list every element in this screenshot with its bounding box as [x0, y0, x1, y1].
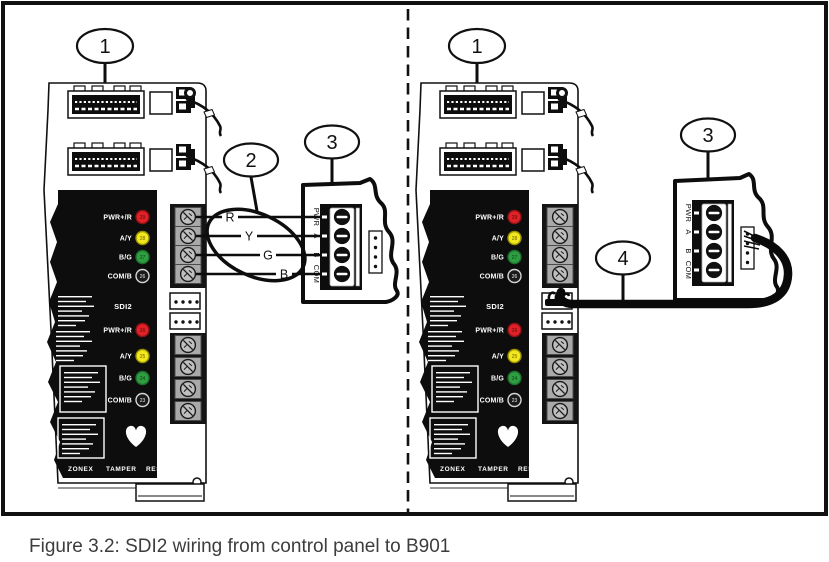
wire-label-green: G: [263, 248, 273, 262]
wire-group-ellipse: [205, 207, 307, 283]
callout-3-bubble: [679, 117, 737, 153]
callout-3-number: 3: [702, 125, 713, 147]
left-diagram-wired: R Y G B 2 3: [44, 29, 400, 501]
callout-2-bubble: [222, 142, 280, 178]
wire-label-yellow: Y: [245, 229, 254, 243]
figure-caption: Figure 3.2: SDI2 wiring from control pan…: [29, 536, 450, 557]
callout-4-number: 4: [617, 248, 628, 270]
callout-4-bubble: [594, 240, 652, 276]
wire-label-black: B: [280, 267, 288, 281]
control-panel-right: [416, 29, 593, 501]
control-panel-left: [44, 29, 221, 501]
right-diagram-cabled: 4 3: [416, 29, 793, 501]
callout-2-leader: [249, 176, 259, 212]
callout-2-number: 2: [245, 150, 256, 172]
wire-label-red: R: [225, 210, 234, 224]
callout-3-number: 3: [326, 132, 337, 154]
cable-plug: [545, 291, 571, 306]
callout-3-bubble: [303, 124, 361, 160]
